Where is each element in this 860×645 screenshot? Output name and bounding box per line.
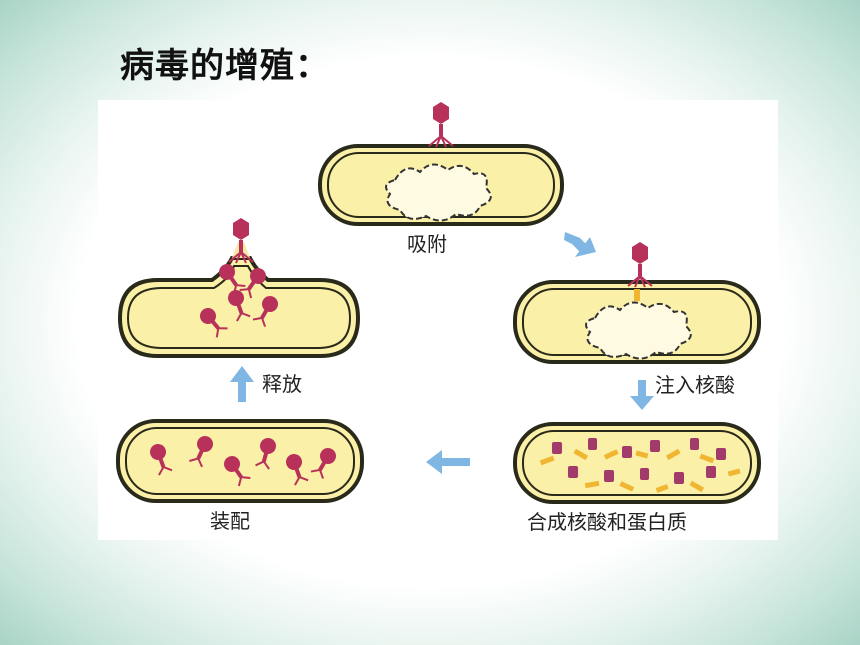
arrow-adsorption-to-inject — [564, 232, 596, 257]
cell-adsorption — [318, 101, 564, 226]
label-inject: 注入核酸 — [655, 373, 735, 397]
label-adsorption: 吸附 — [407, 232, 447, 256]
cell-synthesis — [513, 422, 761, 504]
cell-release — [117, 217, 361, 358]
slide-title: 病毒的增殖： — [120, 46, 330, 86]
label-synthesis: 合成核酸和蛋白质 — [527, 510, 687, 534]
label-assembly: 装配 — [210, 509, 250, 533]
cell-assembly — [116, 419, 364, 503]
phage-icon — [428, 101, 454, 148]
arrow-inject-to-synthesis — [630, 380, 654, 410]
label-release: 释放 — [262, 372, 302, 396]
arrow-assembly-to-release — [230, 366, 254, 402]
cell-inject — [513, 241, 761, 364]
arrow-synthesis-to-assembly — [426, 450, 470, 474]
